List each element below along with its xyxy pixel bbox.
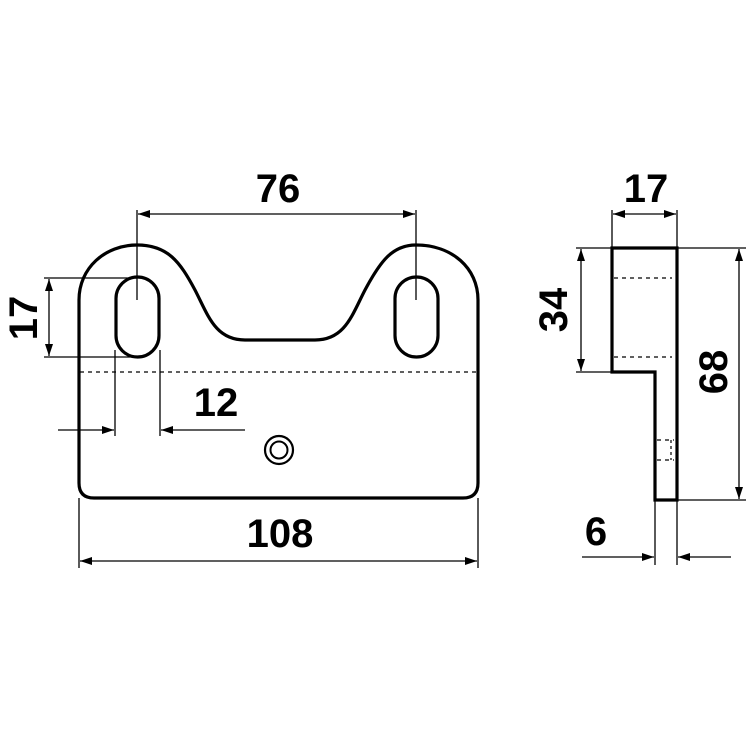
dimension-34: 34 [532, 287, 576, 332]
side-outline [610, 246, 679, 502]
dimension-17-thickness: 17 [624, 167, 669, 211]
plate-outline [77, 243, 480, 500]
dimension-108: 108 [247, 512, 314, 556]
side-view: 17 34 68 6 [532, 167, 746, 565]
hole-inner [269, 440, 289, 460]
dimension-17-slot: 17 [2, 296, 46, 341]
front-view: 76 17 12 108 [2, 167, 480, 568]
dimension-76: 76 [256, 167, 301, 211]
dimension-6: 6 [585, 510, 607, 554]
hole-outer [263, 434, 295, 466]
dimension-68: 68 [692, 350, 736, 395]
dimension-12: 12 [194, 381, 239, 425]
